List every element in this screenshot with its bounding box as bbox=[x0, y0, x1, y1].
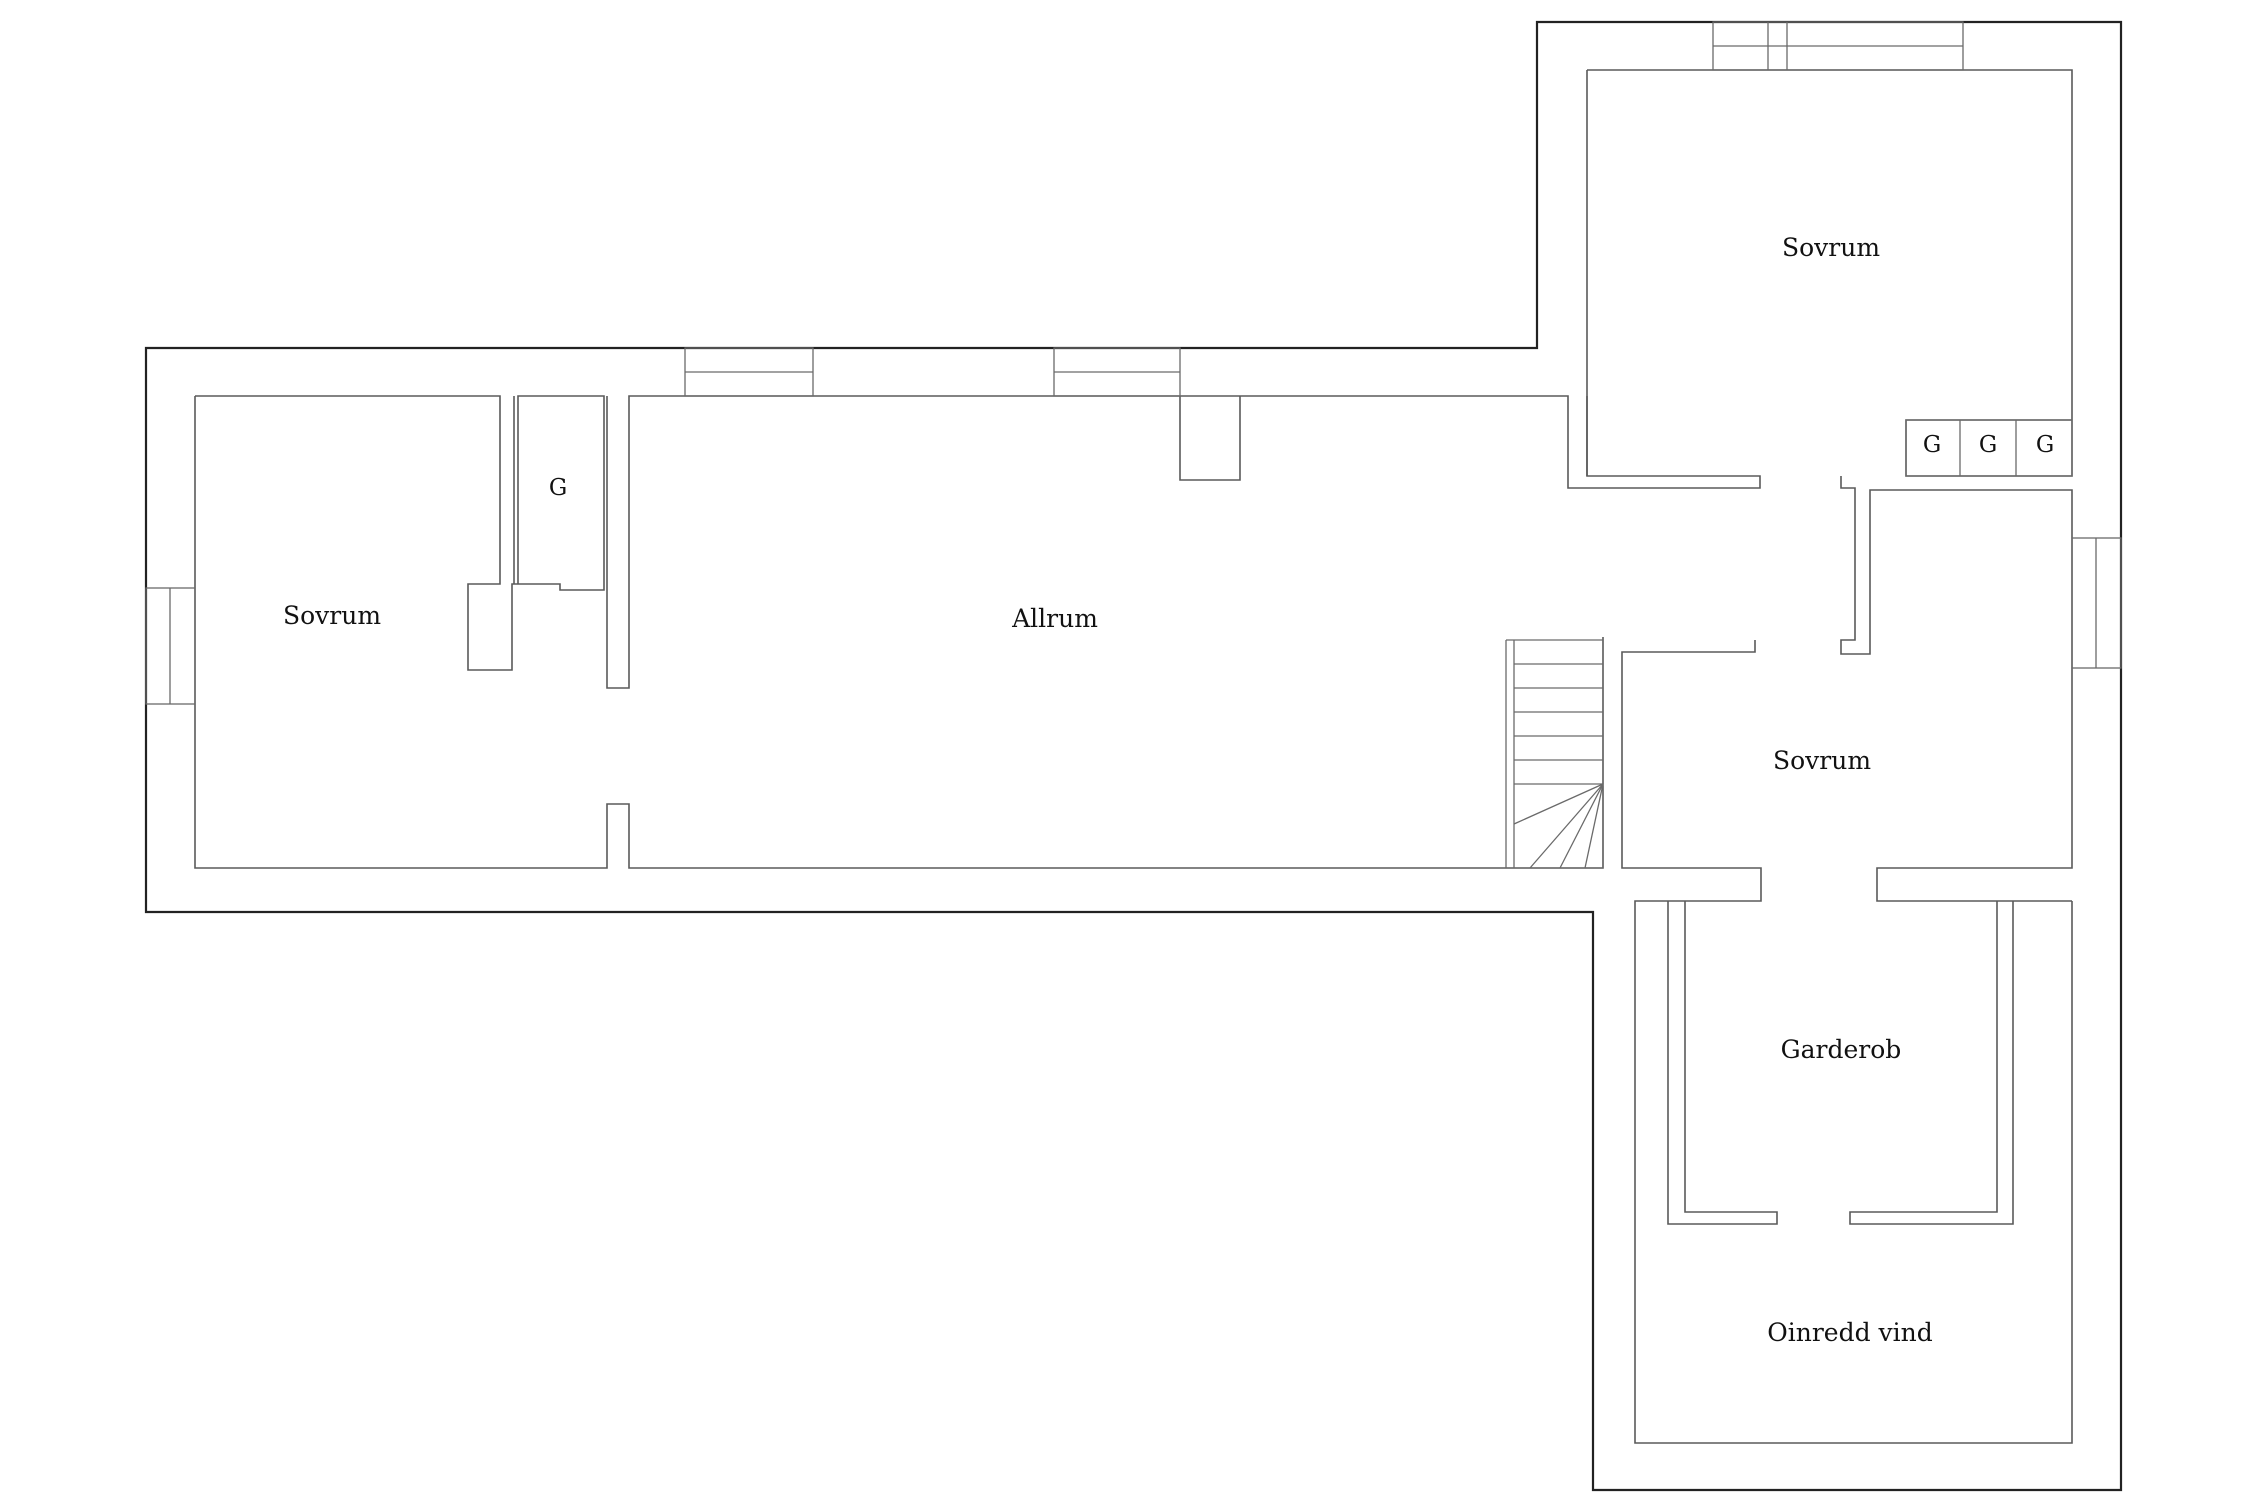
label-oinredd-vind: Oinredd vind bbox=[1767, 1318, 1933, 1347]
label-closet-g-right-1: G bbox=[1923, 432, 1941, 458]
window-top-2 bbox=[1053, 347, 1181, 397]
closet-row-right bbox=[1905, 419, 2073, 477]
label-garderob: Garderob bbox=[1781, 1035, 1902, 1064]
window-right bbox=[2071, 537, 2122, 669]
staircase bbox=[1505, 639, 1604, 869]
wall-sovrum-top-right bbox=[1586, 69, 2073, 477]
label-allrum: Allrum bbox=[1011, 604, 1098, 633]
label-closet-g-right-3: G bbox=[2036, 432, 2054, 458]
label-sovrum-mid-right: Sovrum bbox=[1773, 746, 1871, 775]
wall-hall-stair bbox=[1621, 640, 2073, 1444]
wall-garderob bbox=[1667, 901, 2014, 1225]
wall-sovrum-left bbox=[195, 395, 1761, 689]
label-sovrum-left: Sovrum bbox=[283, 601, 381, 630]
label-closet-g-left: G bbox=[549, 475, 567, 501]
window-top-right bbox=[1712, 21, 1964, 71]
wall-sovrum-mid-right bbox=[1840, 476, 2073, 902]
label-sovrum-top-right: Sovrum bbox=[1782, 233, 1880, 262]
label-closet-g-right-2: G bbox=[1979, 432, 1997, 458]
wall-chimney bbox=[1179, 396, 1241, 481]
window-top-1 bbox=[684, 347, 814, 397]
wall-sovrum-left-room bbox=[194, 396, 1604, 869]
outer-wall bbox=[144, 20, 2123, 1492]
window-left bbox=[145, 587, 196, 705]
